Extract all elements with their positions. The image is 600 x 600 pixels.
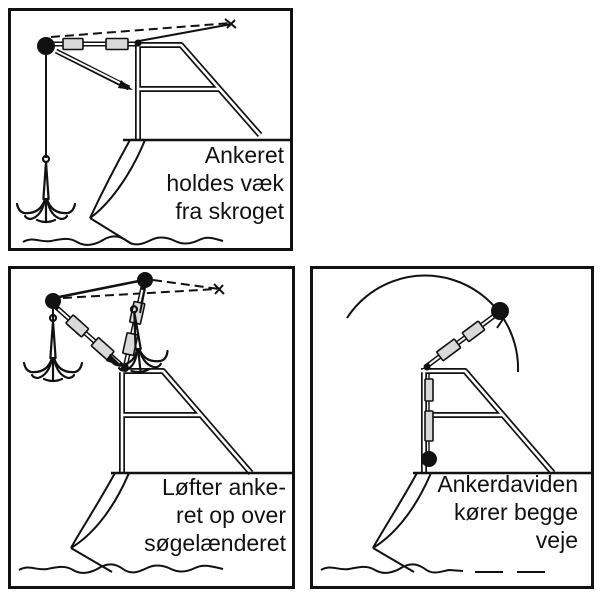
rope-end [496,318,504,329]
davit-arm [423,310,500,371]
hull-bow [372,471,591,573]
davit-arm [46,37,139,51]
illustration-lift-anchor [18,272,292,574]
anchor-rode-raised [139,287,146,314]
caption-lift-anchor: Løfter anke- ret op over søgelænderet [144,473,286,557]
caption-line: veje [535,527,578,553]
davit-pulley-raised [137,272,153,288]
bow-pulpit-rail [119,368,254,475]
hull-bow [70,471,292,573]
caption-line: Ankerdaviden [437,471,578,497]
davit-support-strut [54,48,133,91]
illustration-davit-both-ways [320,274,591,574]
caption-line: ret op over [176,502,286,528]
caption-anchor-held-away: Ankeret holdes væk fra skroget [166,141,284,225]
caption-line: kører begge [453,499,578,525]
panel-lift-anchor-over-rail: Løfter anke- ret op over søgelænderet [8,266,295,589]
panel-davit-runs-both-ways: Ankerdaviden kører begge veje [310,266,594,589]
caption-line: holdes væk [166,170,284,196]
swing-arc [346,274,520,373]
caption-line: søgelænderet [144,530,286,556]
illustration-anchor-held-away [15,18,290,246]
panel-anchor-held-away: Ankeret holdes væk fra skroget [8,8,293,251]
water-line [22,235,224,246]
anchor-icon [15,154,77,224]
tackle-rope [50,18,237,42]
water-line [18,563,224,574]
bow-pulpit-rail [421,368,556,475]
caption-davit-both-ways: Ankerdaviden kører begge veje [437,470,578,554]
davit-pulley [37,37,55,55]
davit-pulley-outboard [45,293,61,309]
caption-line: Ankeret [204,142,284,168]
water-line [320,563,545,574]
davit-arm-outboard [54,305,124,368]
bow-pulpit-rail [135,42,263,140]
stowed-tackle [421,373,437,467]
caption-line: Løfter anke- [162,474,286,500]
arm-pivot [134,39,142,47]
davit-pulley [491,302,509,320]
caption-line: fra skroget [175,198,284,224]
